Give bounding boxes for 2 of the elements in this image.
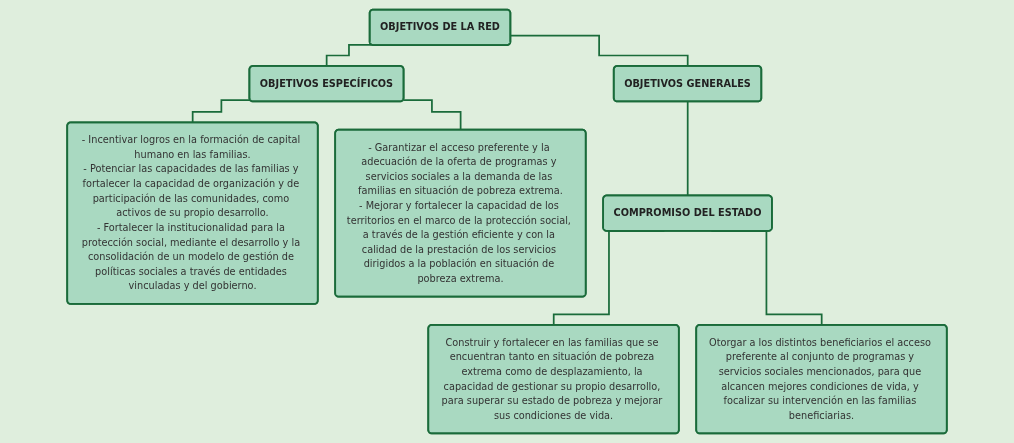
connector <box>686 100 689 197</box>
connector <box>402 99 462 131</box>
